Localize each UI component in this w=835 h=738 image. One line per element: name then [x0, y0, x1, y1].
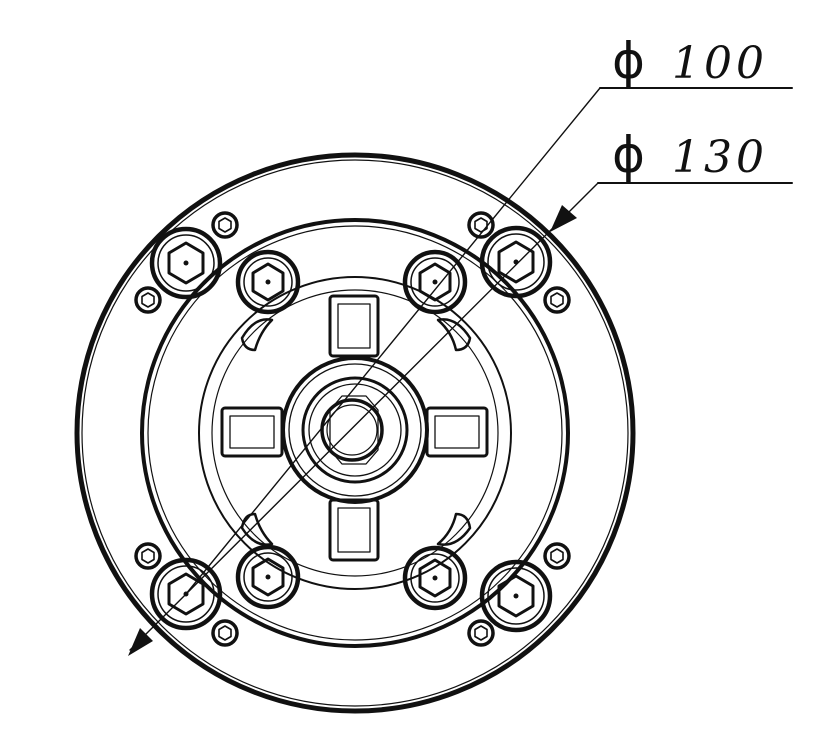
dimension-arrow-icon: [550, 205, 577, 232]
hexagon-socket-bolt-icon: [402, 249, 468, 315]
small-hex-nut-icon: [543, 542, 571, 570]
dimension-lines: [129, 87, 793, 651]
crescent-slots: [240, 318, 472, 546]
outer-bolts: [149, 225, 553, 633]
small-hex-nut-icon: [467, 619, 495, 647]
dimension-label-130: ϕ 130: [612, 126, 768, 184]
central-hub: [281, 356, 429, 504]
hexagon-socket-bolt-icon: [235, 544, 301, 610]
small-hex-nut-icon: [211, 619, 239, 647]
diameter-line-130: [129, 182, 599, 651]
small-hex-nut-icon: [211, 211, 239, 239]
diameter-symbol: ϕ: [612, 126, 645, 184]
small-hex-nut-icon: [134, 286, 162, 314]
small-hex-nut-icon: [134, 542, 162, 570]
dimension-arrow-icon: [128, 628, 153, 656]
small-hex-nut-icon: [467, 211, 495, 239]
hexagon-socket-bolt-icon: [479, 225, 553, 299]
hexagon-socket-bolt-icon: [402, 545, 468, 611]
dimension-value: 100: [672, 38, 768, 89]
hexagon-socket-bolt-icon: [235, 249, 301, 315]
diameter-symbol: ϕ: [612, 32, 645, 90]
hexagon-socket-bolt-icon: [149, 226, 223, 300]
dimension-label-100: ϕ 100: [612, 32, 768, 90]
inner-bolts: [235, 249, 468, 611]
leader-line-100: [185, 87, 601, 595]
hexagon-socket-bolt-icon: [479, 559, 553, 633]
small-nuts: [134, 211, 571, 647]
dimension-value: 130: [672, 132, 768, 183]
small-hex-nut-icon: [543, 286, 571, 314]
outer-flange: [74, 152, 636, 714]
